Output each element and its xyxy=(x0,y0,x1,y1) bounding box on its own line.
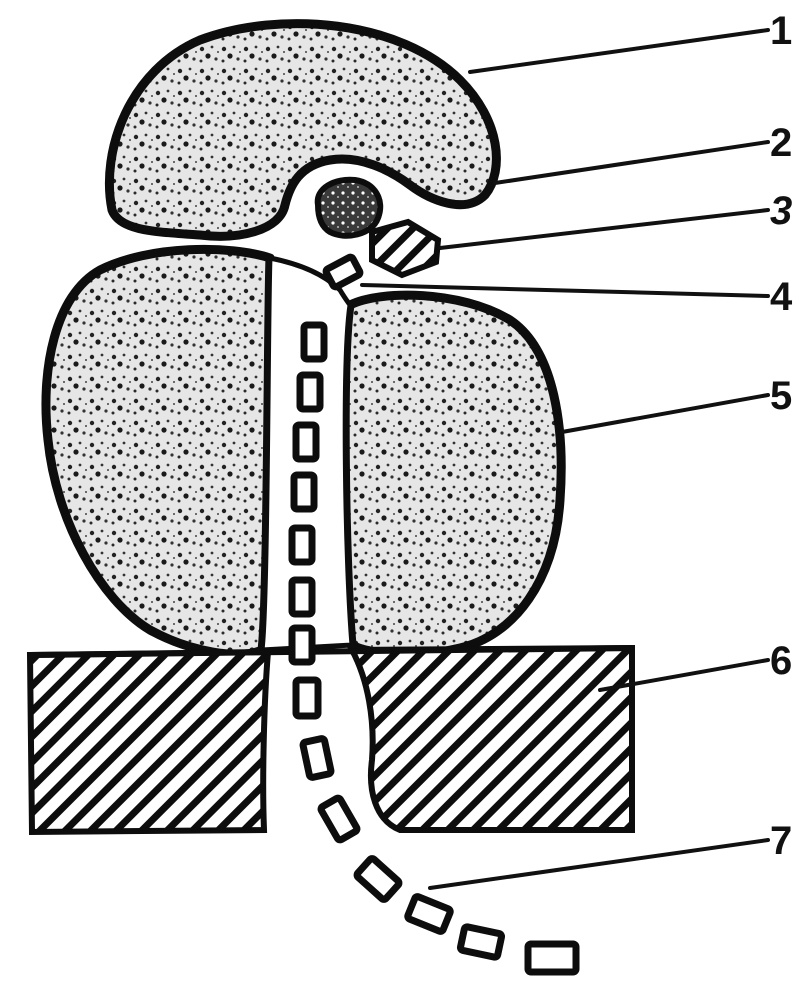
chain-link xyxy=(320,797,358,841)
chain-link xyxy=(296,680,318,716)
chain-link xyxy=(292,528,312,562)
chain-link xyxy=(292,580,312,614)
leader-3 xyxy=(440,210,768,248)
chain-link xyxy=(460,926,502,957)
structure-4-entry-link xyxy=(325,256,361,288)
callout-label-2: 2 xyxy=(770,121,792,165)
leader-7 xyxy=(430,840,768,888)
leader-2 xyxy=(495,142,768,183)
chain-link xyxy=(300,375,320,409)
structure-1-cap xyxy=(109,24,496,237)
structure-5-left-lobe xyxy=(46,249,270,654)
callout-labels: 1 2 3 4 5 6 7 xyxy=(770,9,793,863)
structure-6-left-membrane xyxy=(30,652,268,832)
chain-link xyxy=(294,475,314,509)
callout-label-4: 4 xyxy=(770,275,793,319)
chain-link xyxy=(356,857,400,900)
structure-2-particle xyxy=(318,180,381,236)
callout-label-6: 6 xyxy=(770,639,792,683)
chain-link xyxy=(528,944,576,972)
leader-5 xyxy=(562,395,768,432)
callout-label-3: 3 xyxy=(770,189,792,233)
callout-label-5: 5 xyxy=(770,374,792,418)
chain-link xyxy=(292,628,312,662)
leader-1 xyxy=(470,30,768,72)
callout-label-7: 7 xyxy=(770,819,792,863)
callout-label-1: 1 xyxy=(770,9,792,53)
chain-link xyxy=(296,425,316,459)
structure-5-right-lobe xyxy=(345,295,561,654)
structure-6-right-membrane xyxy=(352,648,632,830)
structure-3-hexagon xyxy=(372,222,438,275)
chain-link xyxy=(302,738,331,778)
chain-link xyxy=(304,325,324,359)
chain-link xyxy=(407,896,451,932)
